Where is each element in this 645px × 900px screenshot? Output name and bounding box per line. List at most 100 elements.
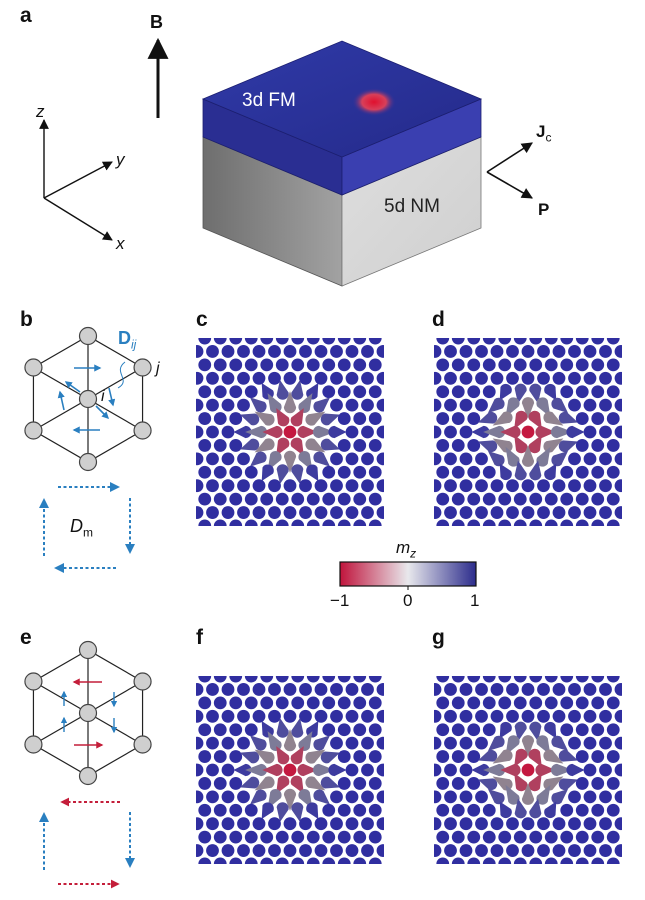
spin-site [337,696,351,710]
spin-site [521,782,535,805]
spin-site [237,790,250,804]
spin-site [198,385,212,399]
spin-site [322,492,336,506]
spin-site [591,723,605,737]
spin-site [361,371,374,385]
spin-site [606,465,620,479]
spin-site [490,345,504,358]
spin-site [482,465,496,479]
spin-site [543,411,564,426]
spin-site [459,371,473,385]
spin-site [482,519,496,526]
spin-site [537,817,550,831]
spin-site [322,338,336,345]
lattice-site [24,358,43,377]
spin-site [500,763,521,777]
spin-site [444,452,457,466]
spin-site [198,338,212,345]
spin-site [368,412,382,425]
spin-site [451,412,465,425]
spin-site [529,492,543,506]
spin-site [475,345,488,358]
spin-site [614,371,622,385]
spin-site [237,844,250,857]
spin-site [198,857,212,864]
spin-site [221,371,235,385]
spin-site [314,479,328,493]
spin-site [444,683,457,696]
spin-site [291,717,304,738]
spin-site [558,778,579,791]
spin-site [506,371,519,385]
dmi-loop-e [39,797,135,889]
spin-site [337,676,351,683]
spin-site [291,830,305,844]
colorbar-tick-max: 1 [470,591,480,610]
spin-site [436,750,450,763]
current-arrow [486,142,533,173]
spin-site [320,776,341,789]
spin-site [475,709,488,723]
spin-site [198,803,212,817]
spin-site [239,413,260,426]
spin-site [521,709,535,723]
spin-site [467,519,481,526]
spin-site [353,338,367,345]
spin-site [275,696,289,710]
spin-site [306,830,320,844]
spin-site [239,438,260,451]
spin-site [560,385,574,399]
spin-site [459,790,473,804]
spin-site [467,465,481,479]
spin-site [198,750,212,763]
spin-site [298,731,313,751]
spin-site [521,371,535,385]
spin-site [275,676,289,683]
panel-label-d: d [432,308,445,331]
spin-site [368,696,382,710]
spin-site [305,411,326,426]
spin-site [591,696,605,710]
spin-site [345,709,359,723]
spin-site [544,463,557,481]
spin-site [551,789,569,805]
spin-site [361,790,374,804]
spin-site [330,371,343,385]
spin-site [467,723,481,737]
spin-site [544,676,558,683]
spin-site [353,439,367,452]
spin-site [353,777,367,790]
spin-site [306,464,319,481]
spin-site [451,830,465,844]
spin-site [314,506,328,519]
spin-site [221,425,235,439]
spin-site [513,492,527,506]
colorbar-title: mz [396,538,416,560]
spin-site [283,345,297,358]
spin-site [591,439,605,452]
spin-site [583,452,597,466]
spin-site [487,397,505,413]
spin-site [499,383,512,401]
coordinate-axes [39,119,113,241]
spin-site [550,763,573,777]
spin-site [568,452,581,466]
spin-site [196,817,204,831]
spin-site [299,345,312,358]
spin-site [345,452,359,466]
spin-site [487,735,505,751]
spin-site [434,371,442,385]
spin-site [528,434,542,454]
spin-site [537,345,550,358]
spin-site [482,803,496,817]
spin-site [514,383,527,404]
spin-site [575,750,589,763]
spin-site [262,763,283,777]
spin-site [221,790,235,804]
spin-site [254,411,275,426]
spin-site [361,452,374,466]
spin-site [459,479,473,493]
spin-site [551,735,569,751]
spin-site [606,830,620,844]
spin-site [451,492,465,506]
